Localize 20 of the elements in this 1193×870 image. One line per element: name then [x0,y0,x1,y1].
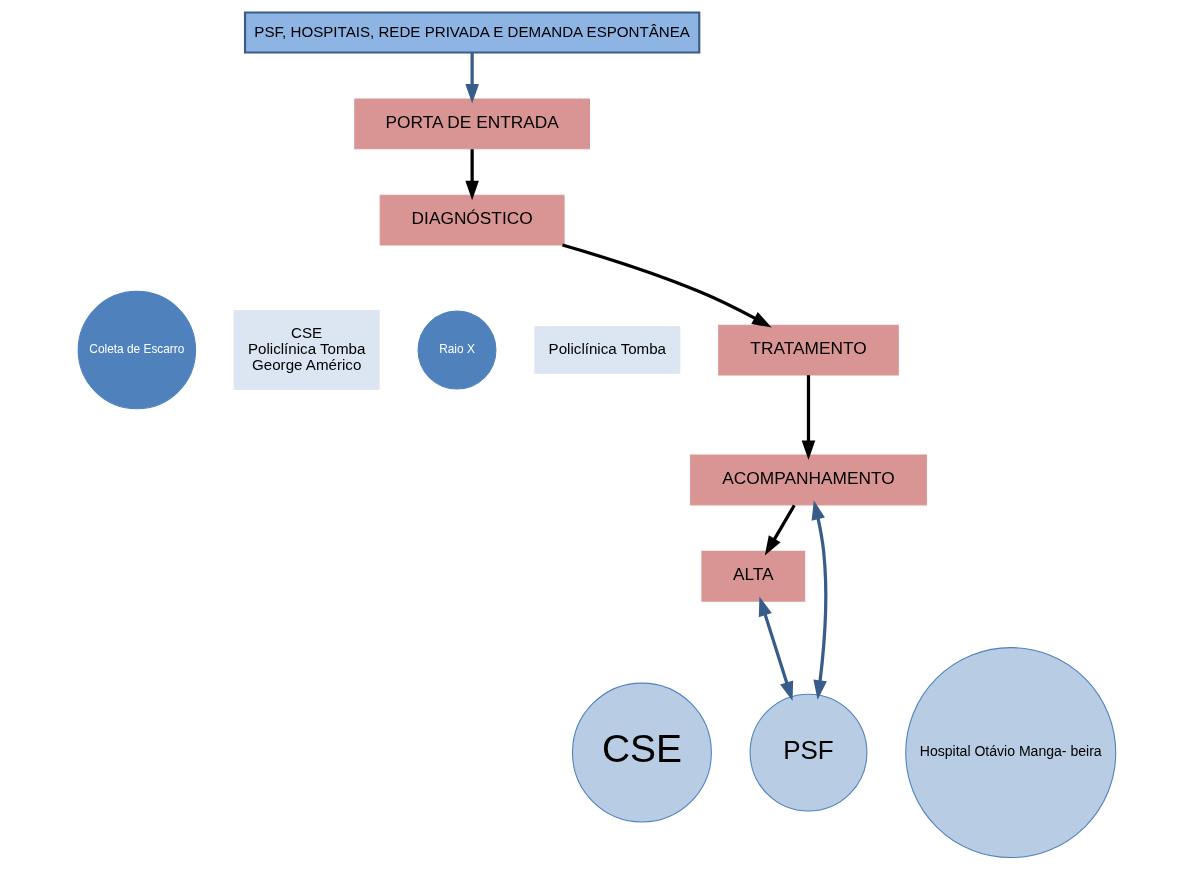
node-circle: Hospital Otávio Manga- beira [904,647,1116,859]
node-box: ALTA [700,550,805,602]
node-circle: CSE [571,682,712,823]
node-box: PORTA DE ENTRADA [353,98,590,150]
node-box: PSF, HOSPITAIS, REDE PRIVADA E DEMANDA ESPONTÂNEA [243,11,700,54]
arrow [801,375,815,460]
node-box: DIAGNÓSTICO [379,194,565,246]
arrow [764,504,796,556]
node-box: ACOMPANHAMENTO [689,454,927,506]
arrow [464,149,479,201]
node-box: TRATAMENTO [717,324,899,376]
node-circle: Coleta de Escarro [77,290,196,410]
node-box: Policlínica Tomba [533,326,680,374]
node-box: CSE Policlínica Tomba George Américo [233,310,380,391]
node-circle: PSF [749,693,867,812]
node-circle: Raio X [417,310,496,390]
arrow [561,243,772,328]
arrow [758,596,793,702]
arrow [464,52,479,104]
arrow [811,500,827,700]
